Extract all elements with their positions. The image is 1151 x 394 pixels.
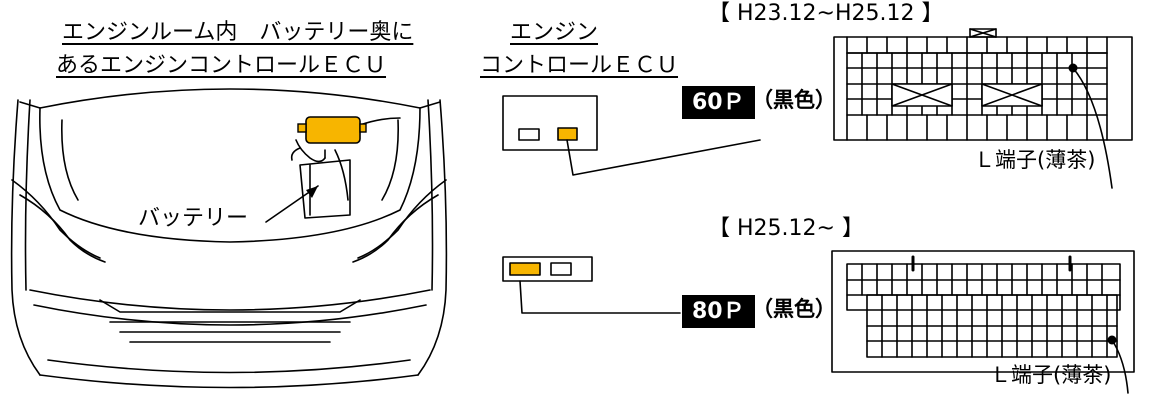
connector-60p-terminal-label: Ｌ端子(薄茶) [974, 148, 1096, 172]
terminal-dot-icon [1107, 335, 1117, 345]
ecu-icon [297, 116, 367, 144]
connector-80p-color-note: （黒色） [752, 297, 836, 321]
battery-label: バッテリー [138, 206, 249, 231]
ecu-caption-line2: コントロールＥＣＵ [480, 53, 679, 78]
connector-80p-terminal-label: Ｌ端子(薄茶) [990, 363, 1112, 387]
connector-60p-period: 【 H23.12~H25.12 】 [708, 1, 944, 26]
ecu-box-80p [502, 256, 593, 282]
connector-80p-pin-badge: 80Ｐ [682, 295, 755, 328]
connector-60p [833, 28, 1133, 189]
connector-80p [831, 250, 1135, 394]
connector-80p-period: 【 H25.12~ 】 [708, 216, 864, 241]
car-front-illustration [10, 88, 448, 389]
ecu-caption-line1: エンジン [510, 20, 599, 45]
location-caption-line1: エンジンルーム内 バッテリー奥に [62, 20, 414, 45]
connector-60p-color-note: （黒色） [752, 88, 836, 112]
terminal-dot-icon [1068, 63, 1078, 73]
connector-60p-pin-badge: 60Ｐ [682, 86, 755, 119]
ecu-box-60p [502, 95, 598, 151]
location-caption-line2: あるエンジンコントロールＥＣＵ [56, 53, 387, 78]
arrow-head-icon [306, 186, 318, 198]
